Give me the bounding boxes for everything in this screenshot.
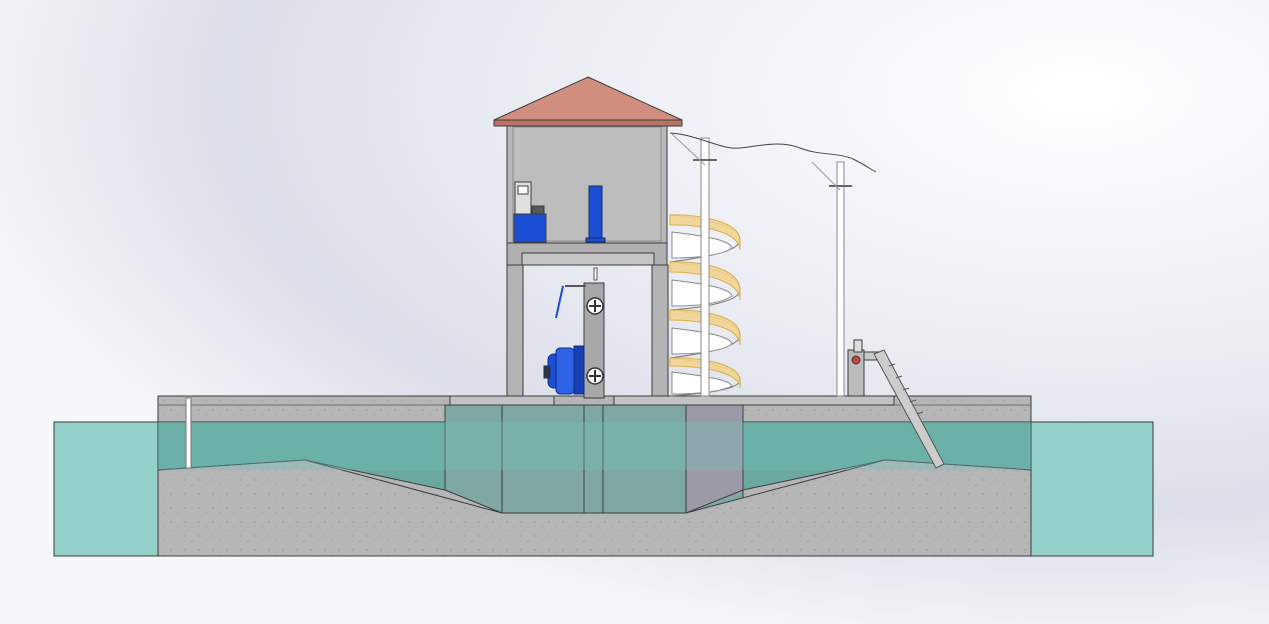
gate-pier	[444, 404, 744, 514]
upstream-water	[53, 421, 159, 557]
water-surface	[158, 422, 1031, 470]
utility-pole-1	[671, 133, 717, 397]
downstream-water	[1030, 421, 1154, 557]
hoist-motor	[585, 185, 606, 281]
pump-motor	[543, 345, 585, 395]
left-post	[185, 397, 192, 469]
control-cabinet	[513, 181, 547, 243]
roof	[493, 76, 683, 127]
valve	[586, 297, 604, 385]
power-line	[669, 132, 877, 173]
walkway-slab	[449, 395, 895, 406]
utility-pole-2	[811, 161, 852, 397]
pump-house	[506, 124, 669, 397]
channel-floor	[157, 459, 1032, 557]
trash-rack	[873, 349, 945, 469]
